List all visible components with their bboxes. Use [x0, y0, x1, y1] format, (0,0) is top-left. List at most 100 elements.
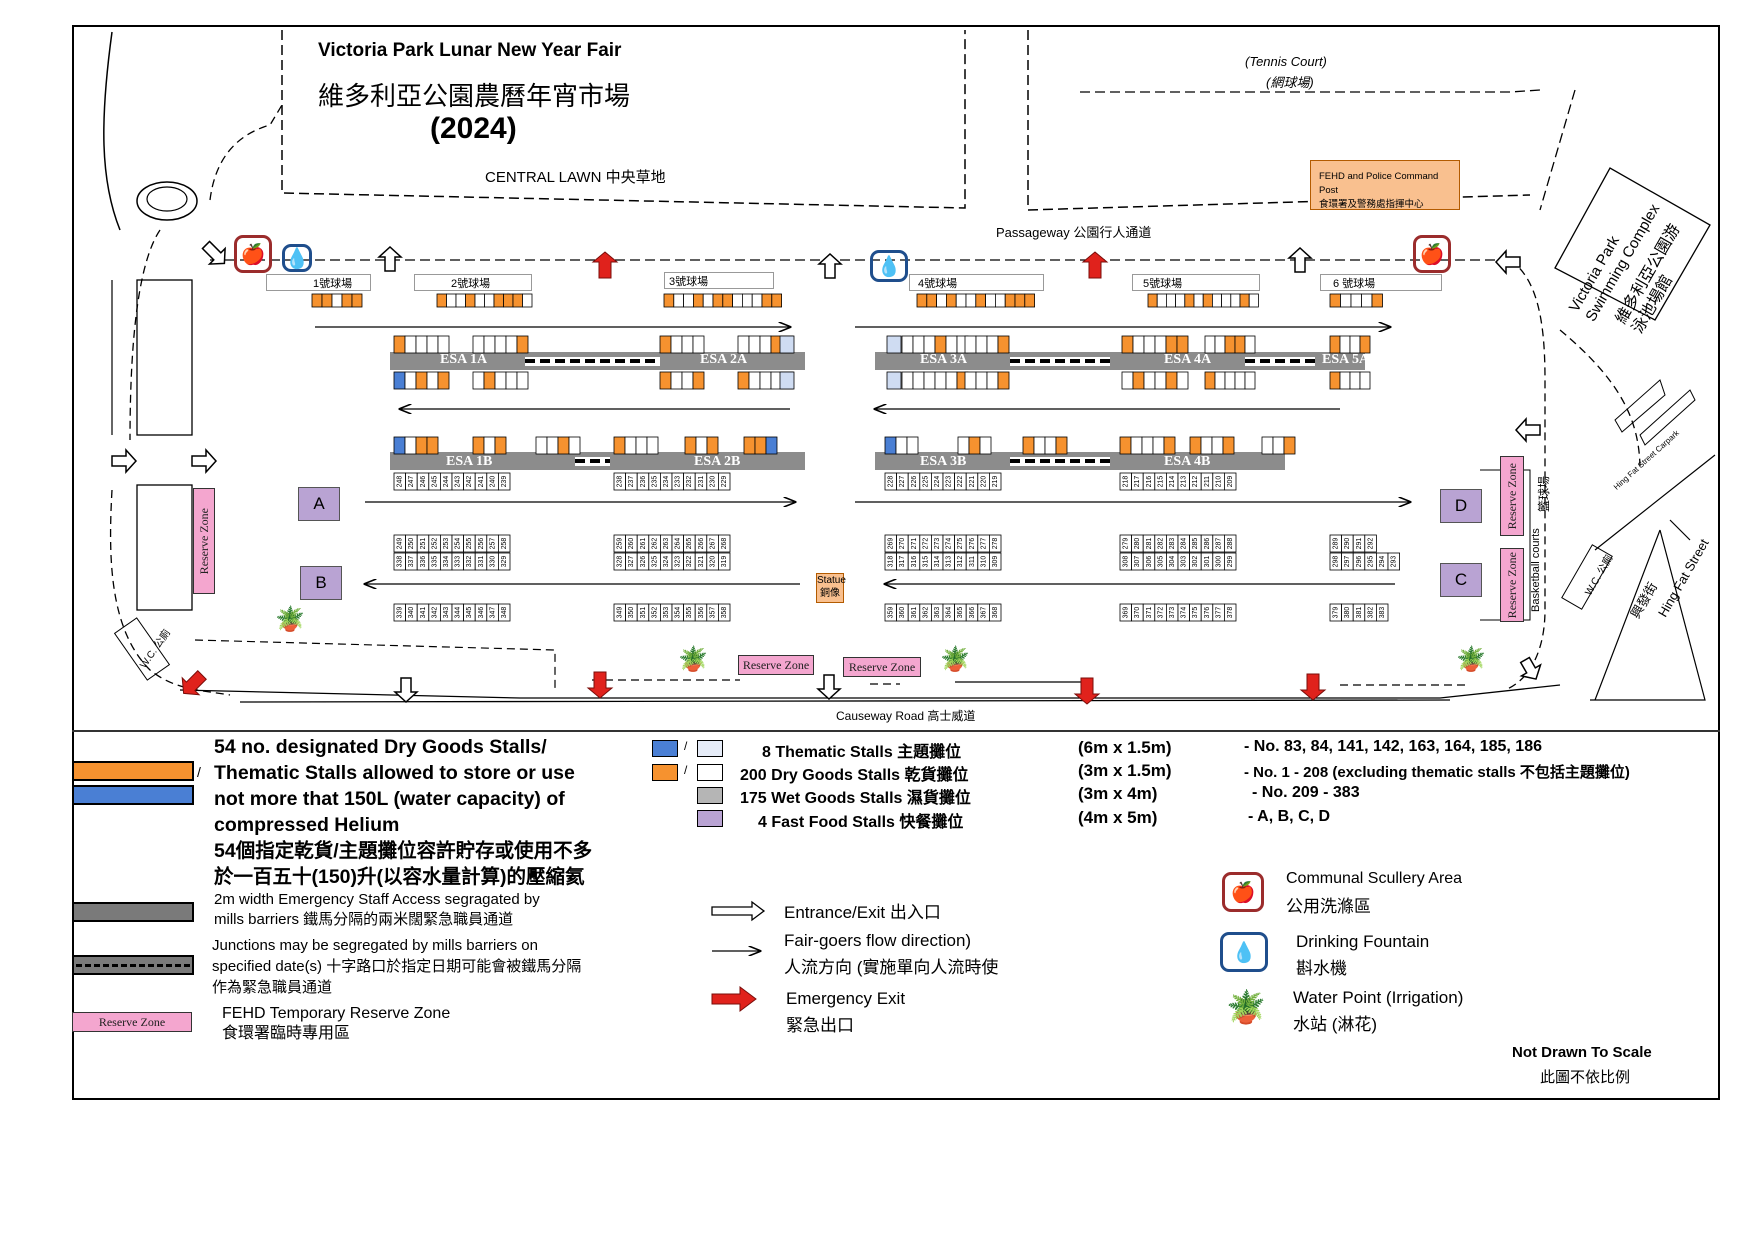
legend-reserve-zone-en: FEHD Temporary Reserve Zone — [222, 1005, 451, 1022]
legend-water-en: Water Point (Irrigation) — [1293, 988, 1464, 1007]
stall-number: 231 — [698, 476, 705, 488]
dry-goods-stall — [997, 335, 1010, 354]
stall-number: 258 — [501, 538, 508, 550]
water-point-icon: 🪴 — [678, 646, 708, 673]
entrance-arrow-shape — [1514, 417, 1541, 443]
stall-number: 356 — [698, 607, 705, 619]
stall-number: 236 — [640, 476, 647, 488]
legend-stall-dry: 200 Dry Goods Stalls 乾貨攤位 — [740, 767, 969, 784]
stall-number: 276 — [969, 538, 976, 550]
stall-number: 212 — [1192, 476, 1199, 488]
stall-number: 222 — [957, 476, 964, 488]
reserve-zone-bottom-2: Reserve Zone — [843, 657, 921, 677]
dry-goods-stall — [1175, 293, 1186, 308]
legend-size-wet: (3m x 4m) — [1078, 784, 1158, 803]
esa-4a-label: ESA 4A — [1164, 352, 1212, 367]
stall-number: 366 — [969, 607, 976, 619]
dry-goods-stall — [546, 436, 559, 455]
dry-goods-stall — [748, 335, 761, 354]
map-frame — [72, 25, 1720, 1100]
stall-number: 307 — [1134, 556, 1141, 568]
fast-food-stall-c: C — [1440, 563, 1482, 597]
legend-junction-swatch — [72, 955, 194, 975]
dry-goods-stall — [1204, 335, 1216, 354]
legend-junction-text: Junctions may be segregated by mills bar… — [212, 935, 581, 998]
legend-stall-fastfood: 4 Fast Food Stalls 快餐攤位 — [758, 814, 964, 831]
wet-goods-stall — [989, 534, 1002, 553]
stall-number: 372 — [1157, 607, 1164, 619]
esa-bar — [875, 352, 1365, 370]
dry-goods-stall — [568, 436, 581, 455]
stall-number: 245 — [431, 476, 438, 488]
stall-number: 224 — [934, 476, 941, 488]
stall-number: 286 — [1204, 538, 1211, 550]
dry-goods-stall — [1141, 436, 1154, 455]
entrance-arrow-shape — [1494, 249, 1521, 275]
dry-goods-stall — [663, 293, 675, 308]
dry-goods-stall — [415, 436, 428, 455]
dry-goods-stall — [1339, 335, 1351, 354]
stall-number: 364 — [946, 607, 953, 619]
statue: Statue 銅像 — [816, 573, 846, 603]
dry-goods-stall — [437, 371, 450, 390]
entrance-arrow-icon — [201, 240, 226, 265]
dry-goods-stall — [1261, 436, 1274, 455]
dry-goods-stall — [771, 293, 782, 308]
wet-goods-stall — [718, 552, 731, 571]
stall-number: 250 — [408, 538, 415, 550]
emergency-exit-icon — [1081, 251, 1109, 279]
scale-note-zh: 此圖不依比例 — [1540, 1069, 1631, 1086]
legend-junction-line-3: 作為緊急職員通道 — [212, 979, 333, 996]
stall-number: 279 — [1123, 538, 1130, 550]
stall-number: 331 — [478, 556, 485, 568]
basketball-courts-en: Basketball courts — [1530, 528, 1542, 612]
dry-goods-stall — [393, 371, 406, 390]
dry-goods-stall — [455, 293, 466, 308]
dry-goods-stall — [1283, 436, 1296, 455]
wet-goods-stall — [718, 534, 731, 553]
dry-goods-stall — [681, 371, 694, 390]
legend-nos-thematic: - No. 83, 84, 141, 142, 163, 164, 185, 1… — [1244, 738, 1542, 755]
dry-goods-stall — [975, 371, 988, 390]
wet-goods-stall — [497, 534, 511, 553]
dry-goods-stall — [692, 335, 705, 354]
command-post: FEHD and Police Command Post 食環署及警務處指揮中心 — [1310, 160, 1460, 210]
dry-goods-stall — [404, 335, 417, 354]
dry-goods-stall — [1204, 371, 1216, 390]
stall-number: 289 — [1333, 538, 1340, 550]
dry-goods-stall — [404, 371, 417, 390]
dry-goods-stall — [884, 436, 897, 455]
dry-goods-stall — [945, 371, 958, 390]
dry-goods-stall — [1143, 335, 1156, 354]
statue-zh: 銅像 — [820, 588, 840, 599]
dry-goods-stall — [957, 436, 970, 455]
stall-number: 249 — [397, 538, 404, 550]
stall-number: 346 — [478, 607, 485, 619]
dry-goods-stall — [995, 293, 1006, 308]
dry-goods-stall — [975, 293, 986, 308]
stall-number: 304 — [1169, 556, 1176, 568]
stall-number: 244 — [443, 476, 450, 488]
wet-goods-stall — [989, 472, 1002, 491]
water-point-icon: 🪴 — [940, 646, 970, 673]
entrance-arrow-shape — [393, 677, 419, 704]
dry-goods-stall — [1221, 293, 1232, 308]
stall-number: 226 — [911, 476, 918, 488]
legend-junction-line-2: specified date(s) 十字路口於指定日期可能會被鐵馬分隔 — [212, 958, 582, 975]
entrance-arrow-shape — [816, 674, 842, 701]
entrance-arrow-icon — [191, 448, 218, 474]
stall-number: 284 — [1181, 538, 1188, 550]
dry-goods-stall — [613, 436, 626, 455]
fair-year: (2024) — [430, 112, 517, 145]
stall-number: 308 — [1123, 556, 1130, 568]
stall-number: 322 — [686, 556, 693, 568]
legend-thematic-swatch-blue — [652, 740, 678, 757]
dry-goods-stall — [1022, 436, 1035, 455]
wet-goods-stall — [1364, 534, 1377, 553]
stall-number: 301 — [1204, 556, 1211, 568]
stall-number: 340 — [408, 607, 415, 619]
esa-4b-label: ESA 4B — [1164, 454, 1211, 469]
stall-number: 329 — [501, 556, 508, 568]
dry-goods-stall — [706, 436, 719, 455]
dry-goods-stall — [695, 436, 708, 455]
